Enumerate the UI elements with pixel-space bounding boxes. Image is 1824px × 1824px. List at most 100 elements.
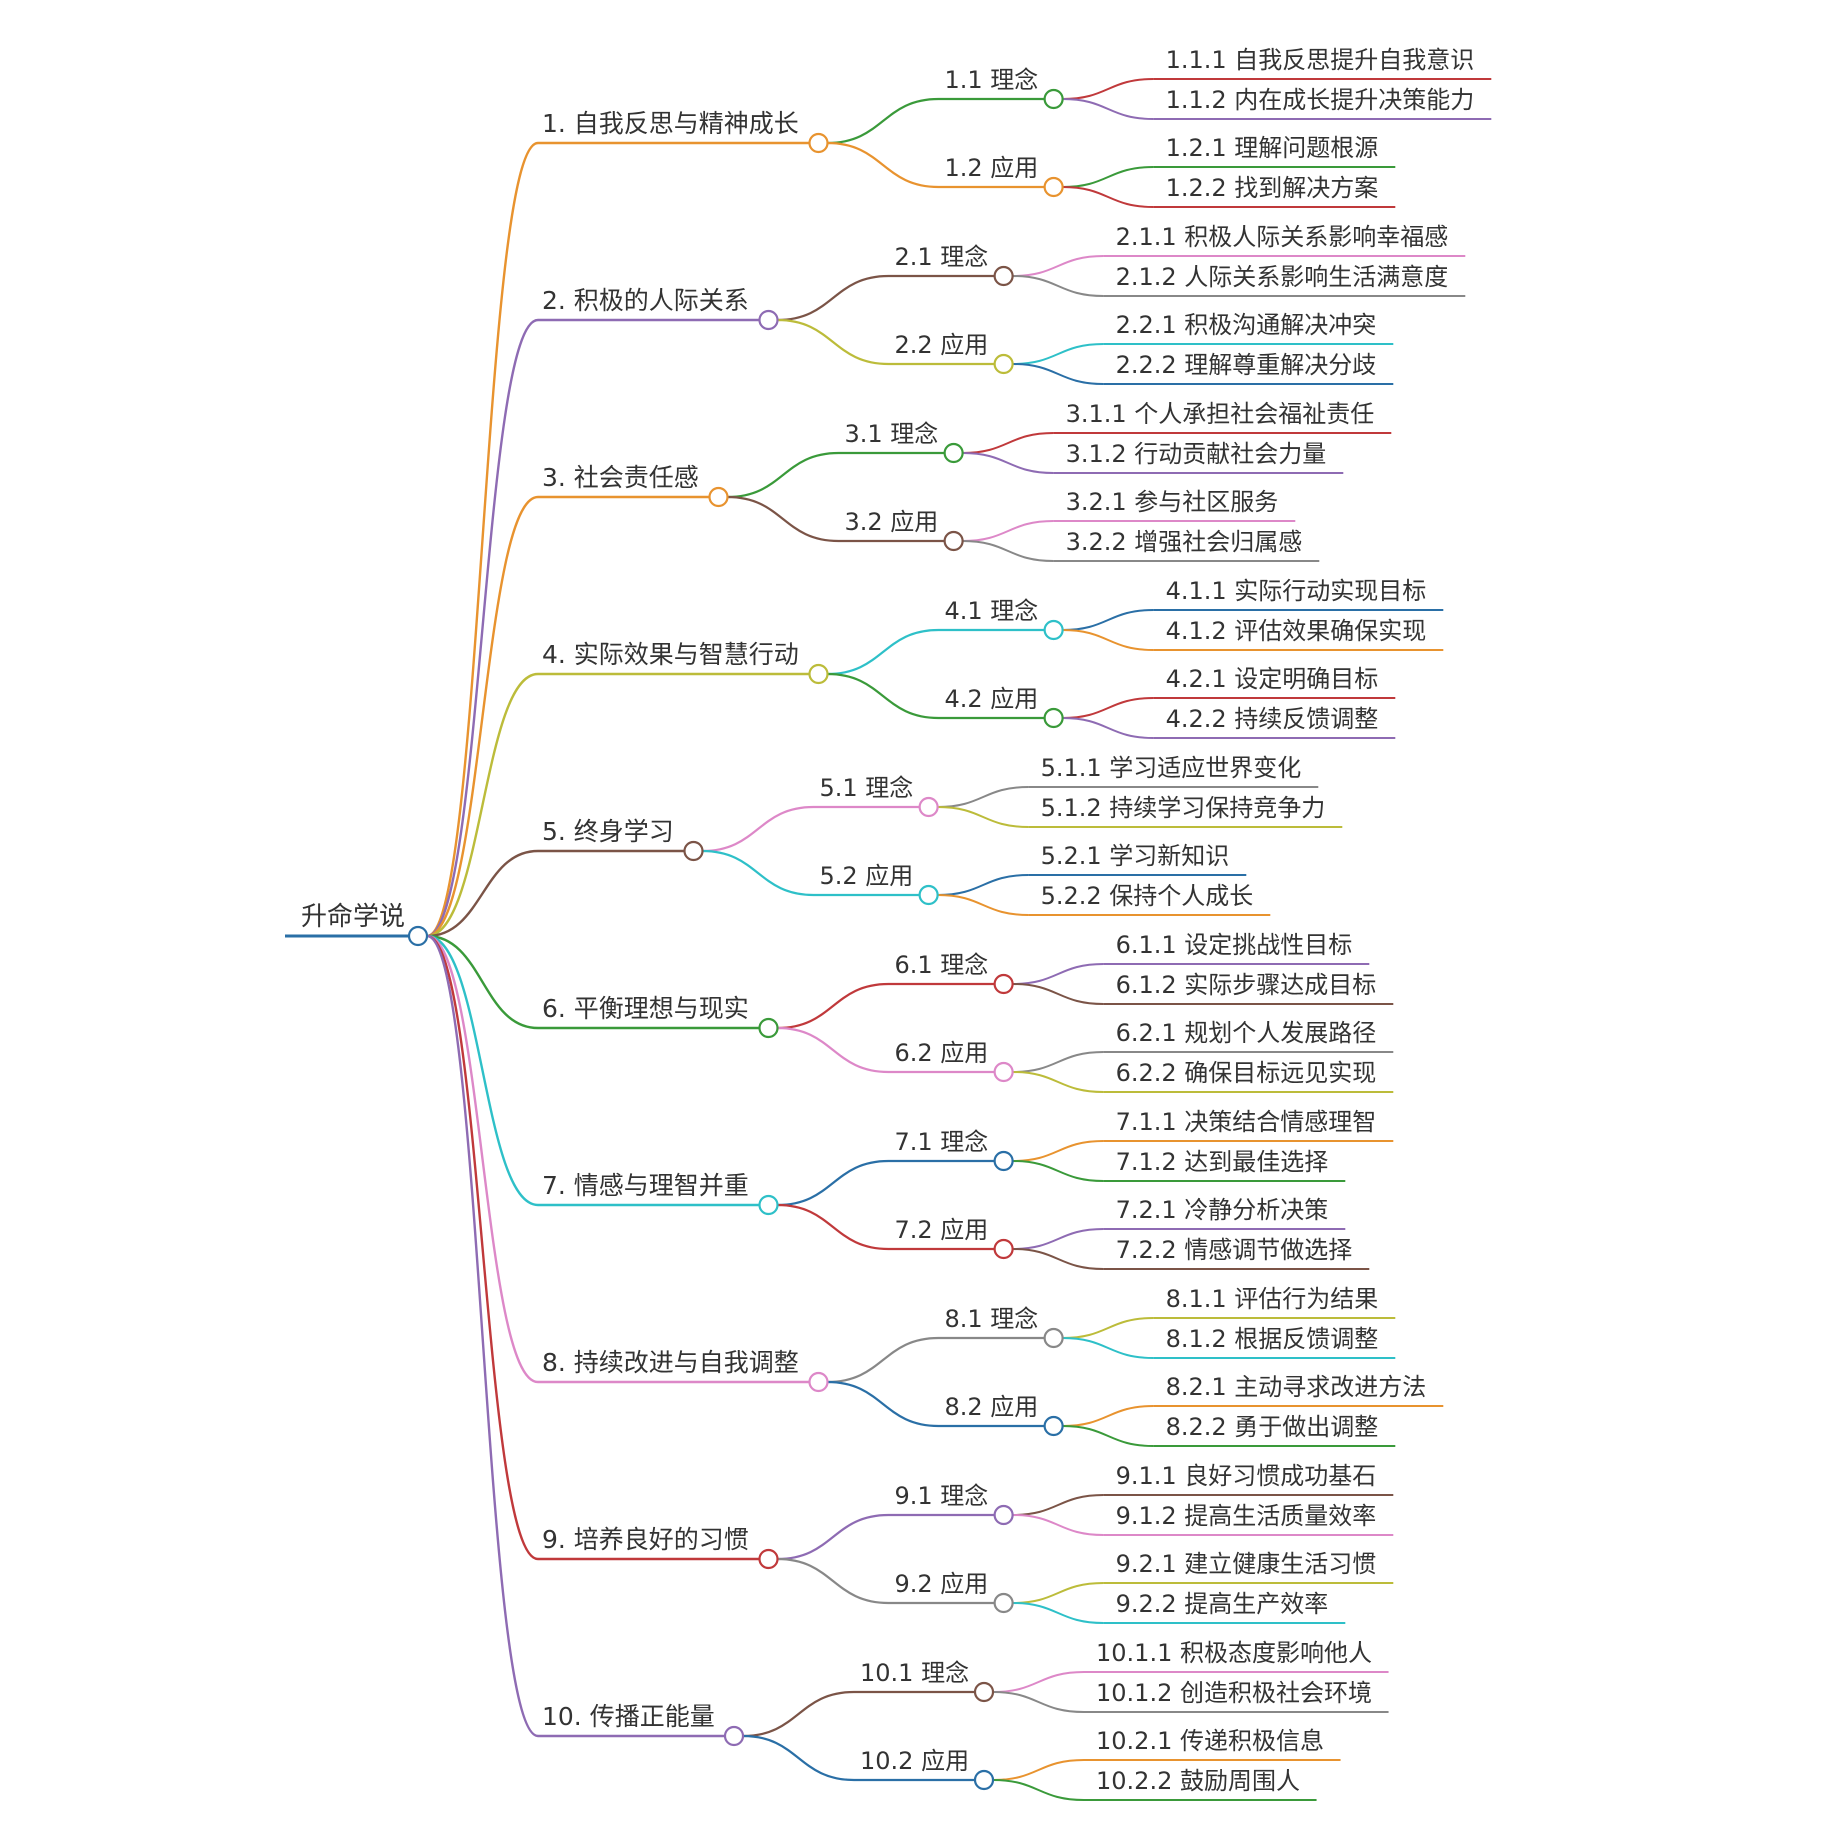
subbranch-edge: [827, 1336, 939, 1384]
leaf-label: 6.1.1 设定挑战性目标: [1116, 931, 1353, 959]
branch-edge: [426, 849, 539, 938]
leaf-edge: [1062, 1405, 1154, 1427]
leaf-edge: [962, 432, 1054, 454]
subbranch-node[interactable]: [1043, 619, 1064, 641]
subbranch-edge: [827, 141, 939, 189]
leaf-label: 10.1.2 创造积极社会环境: [1096, 1679, 1372, 1707]
subbranch-label: 2.2 应用: [895, 331, 989, 359]
subbranch-edge: [827, 97, 939, 145]
branch-node[interactable]: [758, 309, 779, 331]
subbranch-edge: [777, 1513, 889, 1561]
leaf-label: 10.2.2 鼓励周围人: [1096, 1767, 1300, 1795]
leaf-label: 4.1.1 实际行动实现目标: [1166, 577, 1427, 605]
leaf-edge: [937, 894, 1029, 916]
leaf-label: 4.2.1 设定明确目标: [1166, 665, 1379, 693]
branch-node[interactable]: [758, 1017, 779, 1039]
leaf-edge: [1012, 1248, 1104, 1270]
leaf-label: 7.2.1 冷静分析决策: [1116, 1196, 1329, 1224]
subbranch-node[interactable]: [993, 1150, 1014, 1172]
branch-node[interactable]: [758, 1194, 779, 1216]
subbranch-label: 4.2 应用: [945, 685, 1039, 713]
leaf-edge: [1012, 275, 1104, 297]
branch-edge: [426, 934, 539, 1030]
subbranch-edge: [742, 1734, 855, 1782]
leaf-label: 1.2.1 理解问题根源: [1166, 134, 1379, 162]
leaf-edge: [1012, 1071, 1104, 1093]
branch-node[interactable]: [723, 1725, 745, 1747]
root-node[interactable]: [407, 925, 429, 947]
subbranch-node[interactable]: [993, 973, 1014, 995]
leaf-label: 2.2.1 积极沟通解决冲突: [1116, 311, 1377, 339]
leaf-label: 3.1.2 行动贡献社会力量: [1066, 440, 1327, 468]
subbranch-label: 4.1 理念: [945, 597, 1039, 625]
subbranch-node[interactable]: [993, 1238, 1014, 1260]
leaf-edge: [937, 806, 1029, 828]
subbranch-node[interactable]: [993, 1061, 1014, 1083]
branch-edge: [426, 495, 539, 938]
subbranch-label: 3.1 理念: [845, 420, 939, 448]
branch-label: 7. 情感与理智并重: [542, 1171, 749, 1200]
subbranch-node[interactable]: [1043, 88, 1064, 110]
leaf-label: 3.1.1 个人承担社会福祉责任: [1066, 400, 1375, 428]
subbranch-node[interactable]: [1043, 1327, 1064, 1349]
subbranch-edge: [727, 495, 839, 543]
leaf-label: 2.1.1 积极人际关系影响幸福感: [1116, 223, 1449, 251]
leaf-label: 1.1.1 自我反思提升自我意识: [1166, 46, 1475, 74]
branch-node[interactable]: [808, 1371, 829, 1393]
leaf-label: 5.2.1 学习新知识: [1041, 842, 1230, 870]
leaf-edge: [1062, 1317, 1154, 1339]
branch-label: 9. 培养良好的习惯: [542, 1525, 749, 1554]
leaf-edge: [1012, 963, 1104, 985]
branch-label: 1. 自我反思与精神成长: [542, 109, 799, 138]
subbranch-edge: [727, 451, 839, 499]
leaf-edge: [1012, 1051, 1104, 1073]
subbranch-node[interactable]: [973, 1769, 995, 1791]
leaf-label: 6.2.2 确保目标远见实现: [1116, 1059, 1377, 1087]
leaf-edge: [1012, 363, 1104, 385]
branch-edge: [426, 934, 539, 1561]
leaf-label: 8.2.2 勇于做出调整: [1166, 1413, 1379, 1441]
leaf-edge: [992, 1779, 1085, 1801]
branch-node[interactable]: [683, 840, 704, 862]
root-label: 升命学说: [301, 902, 405, 932]
subbranch-node[interactable]: [943, 530, 964, 552]
subbranch-node[interactable]: [918, 884, 939, 906]
subbranch-node[interactable]: [993, 265, 1014, 287]
leaf-edge: [992, 1671, 1085, 1693]
branch-edge: [426, 318, 539, 938]
leaf-edge: [1062, 186, 1154, 208]
subbranch-node[interactable]: [993, 1504, 1014, 1526]
branch-edge: [426, 934, 539, 1738]
subbranch-node[interactable]: [993, 1592, 1014, 1614]
subbranch-edge: [777, 318, 889, 366]
leaf-label: 9.1.1 良好习惯成功基石: [1116, 1462, 1377, 1490]
branch-node[interactable]: [808, 663, 829, 685]
leaf-label: 4.2.2 持续反馈调整: [1166, 705, 1379, 733]
subbranch-edge: [702, 849, 814, 897]
leaf-edge: [1012, 343, 1104, 365]
branch-node[interactable]: [708, 486, 729, 508]
leaf-label: 4.1.2 评估效果确保实现: [1166, 617, 1427, 645]
leaf-edge: [1062, 78, 1154, 100]
leaf-edge: [962, 452, 1054, 474]
branch-node[interactable]: [808, 132, 829, 154]
subbranch-node[interactable]: [993, 353, 1014, 375]
subbranch-node[interactable]: [1043, 176, 1064, 198]
leaf-label: 2.1.2 人际关系影响生活满意度: [1116, 263, 1449, 291]
subbranch-label: 10.2 应用: [860, 1747, 969, 1775]
subbranch-edge: [777, 982, 889, 1030]
leaf-edge: [1062, 629, 1154, 651]
subbranch-node[interactable]: [1043, 707, 1064, 729]
subbranch-node[interactable]: [943, 442, 964, 464]
subbranch-edge: [827, 1380, 939, 1428]
leaf-label: 10.2.1 传递积极信息: [1096, 1727, 1324, 1755]
subbranch-node[interactable]: [973, 1681, 995, 1703]
branch-node[interactable]: [758, 1548, 779, 1570]
subbranch-label: 9.2 应用: [895, 1570, 989, 1598]
subbranch-edge: [777, 1203, 889, 1251]
branch-edge: [426, 934, 539, 1384]
subbranch-label: 6.2 应用: [895, 1039, 989, 1067]
subbranch-node[interactable]: [918, 796, 939, 818]
subbranch-node[interactable]: [1043, 1415, 1064, 1437]
